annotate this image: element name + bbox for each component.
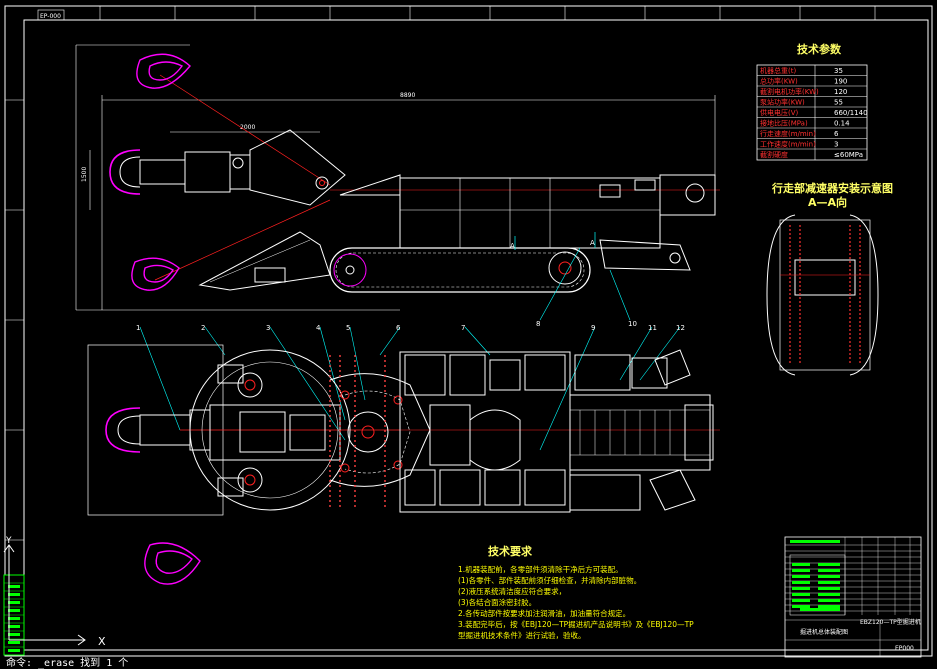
svg-text:A: A [510, 242, 515, 250]
section-title: 行走部减速器安装示意图 [771, 181, 893, 195]
drawing-stamp: EP-000 [40, 13, 61, 20]
part-label: 6 [396, 324, 401, 332]
crawler-track-side [329, 247, 591, 293]
param-label: 泵站功率(KW) [760, 98, 805, 107]
drawing-number: EP000 [895, 645, 914, 652]
turret-circle [189, 349, 351, 511]
part-number-labels: 1 2 3 4 5 6 7 8 9 10 11 12 [136, 320, 685, 332]
param-value: 660/1140 [834, 109, 868, 117]
part-label: 1 [136, 324, 140, 332]
section-subtitle: A—A向 [808, 195, 847, 209]
requirement-line: 2.各传动部件按要求加注润滑油，加油量符合规定。 [458, 608, 630, 618]
drawing-border [4, 5, 933, 657]
machine-body [399, 177, 661, 249]
part-label: 3 [266, 324, 270, 332]
tech-requirements: 技术要求 1.机器装配前，各零部件须清除干净后方可装配。 (1)各零件、部件装配… [458, 544, 694, 640]
zone-markers-left [5, 99, 24, 541]
param-label: 截割硬度 [760, 150, 788, 159]
dimension-overall: 8890 [400, 92, 415, 99]
cutter-head-plan-icon [105, 407, 141, 453]
requirement-line: 1.机器装配前，各零部件须清除干净后方可装配。 [458, 564, 623, 574]
cutter-head-lower-icon [131, 257, 180, 291]
dimension-height: 1500 [81, 167, 88, 182]
param-value: 3 [834, 141, 838, 149]
title-line-1: 掘进机总体装配图 [800, 628, 848, 636]
param-value: 6 [834, 130, 839, 138]
tech-params-table: 技术参数 机器总重(t) 35 总功率(KW) 190 截割电机功率(KW) 120 泵站功… [756, 42, 868, 161]
cutter-head-upper-icon [136, 53, 191, 89]
param-value: 55 [834, 99, 843, 107]
title-line-2: EBZ120—TP型掘进机 [860, 618, 921, 626]
requirement-line: (2)液压系统清洁度应符合要求， [458, 586, 566, 596]
plan-view[interactable] [87, 344, 720, 516]
param-value: ≤60MPa [834, 151, 863, 159]
command-line[interactable]: 命令: _erase 找到 1 个 [6, 658, 129, 669]
drawing-stamp-box [37, 9, 65, 21]
layer-strip[interactable] [3, 574, 25, 656]
params-heading: 技术参数 [797, 42, 842, 56]
param-value: 35 [834, 67, 843, 75]
drawing-inner-border [23, 19, 929, 651]
side-elevation-view[interactable]: 8890 2000 1500 [75, 44, 720, 311]
svg-text:A: A [590, 239, 595, 247]
param-label: 接地比压(MPa) [760, 119, 808, 128]
part-label: 10 [628, 320, 637, 328]
part-label: 11 [648, 324, 657, 332]
part-label: 4 [316, 324, 321, 332]
part-label: 12 [676, 324, 685, 332]
param-value: 0.14 [834, 120, 850, 128]
part-label: 9 [591, 324, 595, 332]
requirement-line: 3.装配完毕后，按《EBJ120—TP掘进机产品说明书》及《EBJ120—TP [458, 619, 694, 629]
requirement-line: (1)各零件、部件装配前须仔细检查，并清除内部脏物。 [458, 575, 641, 585]
param-label: 总功率(KW) [760, 77, 798, 86]
ucs-y-label: Y [5, 536, 12, 546]
ucs-x-label: X [98, 635, 106, 648]
part-label: 2 [201, 324, 205, 332]
requirement-line: (3)各结合面涂密封胶。 [458, 597, 536, 607]
ucs-icon [3, 544, 86, 646]
param-value: 190 [834, 78, 847, 86]
requirements-heading: 技术要求 [488, 544, 533, 558]
requirement-line: 型掘进机技术条件》进行试验，验收。 [458, 630, 586, 640]
part-label: 8 [536, 320, 540, 328]
zone-markers-top [99, 6, 876, 20]
param-label: 截割电机功率(KW) [760, 87, 819, 96]
cutter-head-bottom-icon [144, 542, 201, 585]
param-label: 工作速度(m/min) [760, 140, 816, 149]
param-value: 120 [834, 88, 847, 96]
dimension-sub: 2000 [240, 124, 255, 131]
part-label: 5 [346, 324, 350, 332]
title-block: 掘进机总体装配图 EBZ120—TP型掘进机 EP000 [784, 536, 922, 658]
param-label: 供电电压(V) [760, 108, 799, 117]
part-callouts [139, 247, 681, 451]
section-view-a-a[interactable]: 行走部减速器安装示意图 A—A向 [766, 181, 893, 376]
part-label: 7 [461, 324, 465, 332]
cutter-head-front-icon [109, 149, 141, 195]
param-label: 行走速度(m/min) [760, 129, 816, 138]
param-label: 机器总重(t) [760, 66, 796, 75]
